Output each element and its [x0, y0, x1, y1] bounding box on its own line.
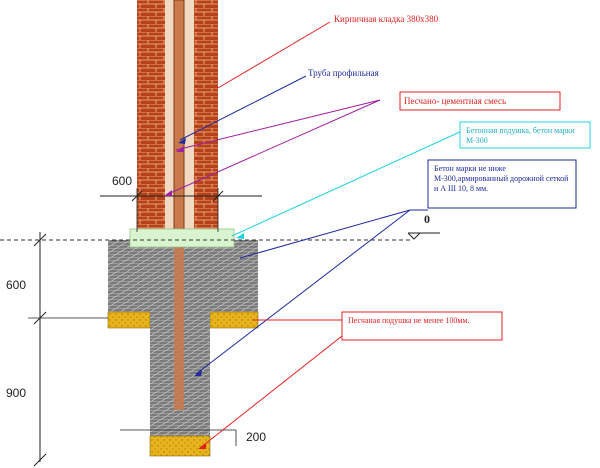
label-sand-pad: Песчаная подушка не менее 100мм.	[348, 316, 470, 325]
leader-sand-2	[199, 335, 343, 449]
dim-label-width: 600	[112, 174, 133, 188]
profile-tube-embedded	[174, 240, 184, 410]
dim-tick-left	[131, 190, 143, 202]
dim-tick-right	[212, 190, 224, 202]
sand-pad-right	[209, 311, 259, 329]
dim-tick-top	[33, 233, 47, 247]
brick-wall-left	[137, 0, 165, 232]
dim-label-upper: 600	[6, 278, 27, 292]
arrowhead-pad	[236, 233, 244, 239]
box-mortar	[399, 91, 561, 111]
label-tube: Труба профильная	[308, 68, 379, 78]
sand-pad-left	[107, 311, 151, 329]
arrowhead-tube	[178, 138, 186, 144]
leader-pad	[231, 130, 463, 237]
leader-tube	[179, 75, 307, 141]
leader-brick	[217, 21, 331, 89]
leader-concrete-1	[239, 209, 411, 259]
label-concrete-spec: Бетон марки не ниже М-300,армированный д…	[434, 164, 569, 193]
dim-label-lower: 900	[6, 386, 27, 400]
dim-label-zero: 0	[424, 212, 430, 226]
label-concrete-pad: Бетонная подушка, бетон марки М-300	[466, 126, 575, 145]
label-brick: Кирпичная кладка 380х380	[334, 14, 439, 24]
brick-wall-right	[194, 0, 218, 232]
arrowhead-mortar-2	[176, 146, 184, 152]
dim-label-sand: 200	[246, 430, 267, 444]
box-pad	[459, 121, 591, 149]
box-concrete	[427, 159, 577, 209]
zero-mark-arrow	[407, 232, 421, 240]
box-sand	[341, 311, 503, 341]
concrete-pad	[129, 228, 235, 248]
dim-tick-bottom	[33, 453, 47, 467]
leader-mortar-2	[167, 99, 381, 195]
leader-concrete-2	[195, 209, 411, 375]
leader-mortar-1	[175, 99, 381, 151]
arrowhead-mortar	[164, 190, 172, 196]
label-mortar: Песчано- цементная смесь	[404, 96, 507, 106]
arrowhead-concrete	[194, 370, 202, 376]
sand-pad-bottom	[149, 435, 211, 457]
arrowhead-sand	[198, 443, 206, 449]
